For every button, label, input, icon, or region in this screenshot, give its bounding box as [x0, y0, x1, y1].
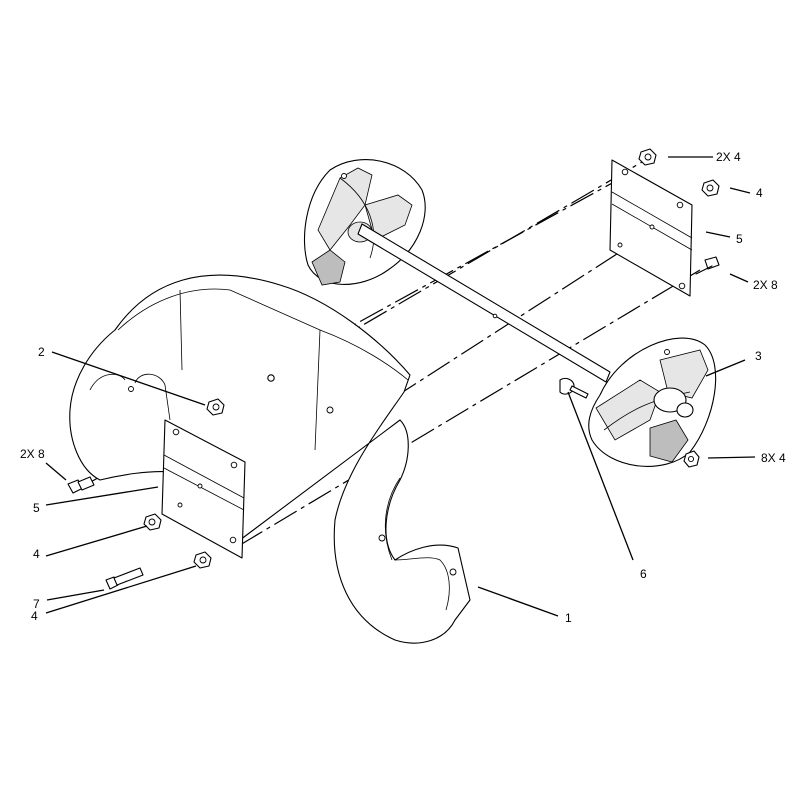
auger-housing	[69, 274, 471, 644]
callout-4-top: 4	[756, 186, 763, 200]
callout-5-left: 5	[33, 501, 40, 515]
leader-lines	[45, 156, 756, 617]
callout-2x8-left: 2X 8	[20, 447, 45, 461]
callout-labels: 2X 4 4 5 2X 8 3 8X 4 6 1 2 2X 8 5 4 7 4	[20, 150, 786, 625]
left-mounting-bracket	[161, 419, 246, 559]
callout-6: 6	[640, 567, 647, 581]
shaft	[357, 223, 611, 383]
callout-8x4: 8X 4	[761, 451, 786, 465]
callout-2: 2	[38, 345, 45, 359]
callout-4-left-lower: 4	[31, 609, 38, 623]
callout-5-right: 5	[736, 232, 743, 246]
callout-3: 3	[755, 349, 762, 363]
rear-impeller-hub	[303, 159, 426, 286]
callout-2x4-top: 2X 4	[716, 150, 741, 164]
right-mounting-bracket	[609, 159, 693, 297]
callout-4-left-upper: 4	[33, 547, 40, 561]
right-hardware	[559, 148, 720, 399]
callout-1: 1	[565, 611, 572, 625]
callout-7: 7	[33, 597, 40, 611]
callout-2x8-right: 2X 8	[753, 278, 778, 292]
front-impeller-hub	[588, 337, 717, 468]
left-hardware	[67, 374, 275, 590]
